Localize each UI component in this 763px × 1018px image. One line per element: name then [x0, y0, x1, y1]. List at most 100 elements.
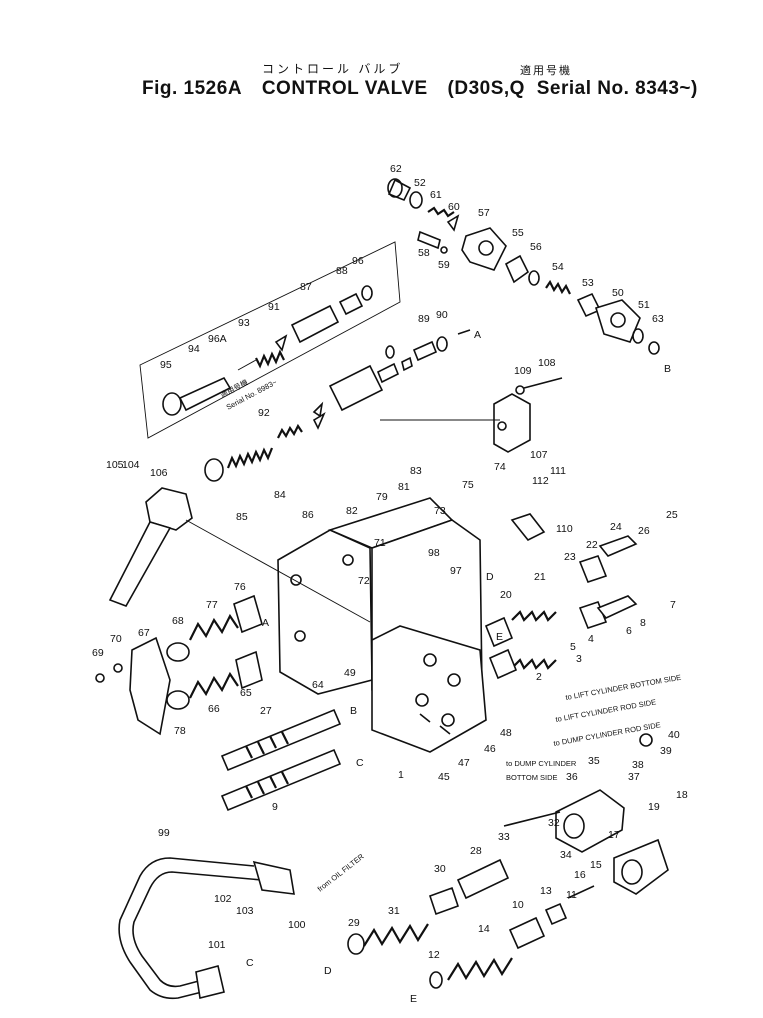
part-label: 94 — [188, 343, 200, 355]
svg-text:D: D — [486, 571, 494, 583]
part-label: 112 — [532, 475, 549, 487]
part-label: 53 — [582, 277, 594, 289]
part-label: 100 — [288, 919, 306, 931]
part-label: 27 — [260, 705, 272, 717]
top-right-assembly — [387, 178, 660, 355]
part-label: 21 — [534, 571, 546, 583]
part-label: 92 — [258, 407, 270, 419]
part-label: 108 — [538, 357, 556, 369]
part-label: 18 — [676, 789, 688, 801]
part-label: 75 — [462, 479, 474, 491]
part-label: 28 — [470, 845, 482, 857]
lower-center-components — [347, 858, 595, 989]
part-label: 109 — [514, 365, 532, 377]
part-label: 99 — [158, 827, 170, 839]
part-label: 25 — [666, 509, 678, 521]
part-label: 36 — [566, 771, 578, 783]
svg-text:B: B — [350, 705, 357, 717]
part-label: 104 — [122, 459, 140, 471]
part-label: 49 — [344, 667, 356, 679]
part-label: 85 — [236, 511, 248, 523]
part-label: 40 — [668, 729, 680, 741]
right-components — [484, 513, 638, 680]
part-label: 16 — [574, 869, 586, 881]
part-label: 59 — [438, 259, 450, 271]
part-label: 57 — [478, 207, 490, 219]
part-label: 65 — [240, 687, 252, 699]
note-lift-rod: to LIFT CYLINDER ROD SIDE — [555, 697, 657, 724]
left-spring-stack — [204, 412, 326, 482]
part-label: 4 — [588, 633, 594, 645]
svg-text:C: C — [356, 757, 364, 769]
oil-pipe-99 — [118, 857, 295, 1000]
part-label: 101 — [208, 939, 226, 951]
inset-frame — [139, 241, 401, 439]
part-label: 22 — [586, 539, 598, 551]
part-label: 55 — [512, 227, 524, 239]
part-label: 33 — [498, 831, 510, 843]
part-label: 54 — [552, 261, 564, 273]
part-label: 60 — [448, 201, 460, 213]
serial-range: Serial No. 8343~) — [536, 78, 698, 99]
part-label: 103 — [236, 905, 254, 917]
part-label: 86 — [302, 509, 314, 521]
reference-line — [185, 519, 371, 623]
part-label: 68 — [172, 615, 184, 627]
part-label: 95 — [160, 359, 172, 371]
part-label: 84 — [274, 489, 286, 501]
note-oil-filter: from OIL FILTER — [316, 851, 366, 893]
part-label: 50 — [612, 287, 624, 299]
note-dump-bottom-2: BOTTOM SIDE — [506, 773, 558, 782]
svg-text:D: D — [324, 965, 332, 977]
part-label: 48 — [500, 727, 512, 739]
part-label: 64 — [312, 679, 324, 691]
part-label: 20 — [500, 589, 512, 601]
part-label: 102 — [214, 893, 232, 905]
part-label: 110 — [556, 523, 573, 535]
part-label: 70 — [110, 633, 122, 645]
part-label: 93 — [238, 317, 250, 329]
part-label: 74 — [494, 461, 506, 473]
applicable-japanese: 適用号機 — [520, 65, 572, 77]
part-label: 31 — [388, 905, 400, 917]
part-label: 51 — [638, 299, 650, 311]
lower-right-assemblies — [503, 733, 669, 895]
svg-text:B: B — [664, 363, 671, 375]
part-label: 37 — [628, 771, 640, 783]
model-code: (D30S,Q — [447, 78, 525, 99]
part-label: 58 — [418, 247, 430, 259]
part-label: 90 — [436, 309, 448, 321]
part-label: 23 — [564, 551, 576, 563]
part-label: 26 — [638, 525, 650, 537]
part-label: 35 — [588, 755, 600, 767]
note-dump-bottom-1: to DUMP CYLINDER — [506, 759, 577, 768]
part-label: 56 — [530, 241, 542, 253]
part-label: 61 — [430, 189, 442, 201]
part-label: 38 — [632, 759, 644, 771]
part-label: 81 — [398, 481, 410, 493]
bracket-107 — [493, 377, 563, 453]
part-label: 1 — [398, 769, 404, 781]
part-label: 13 — [540, 885, 552, 897]
part-label: 63 — [652, 313, 664, 325]
part-label: 9 — [272, 801, 278, 813]
part-label: 96 — [352, 255, 364, 267]
part-label: 12 — [428, 949, 440, 961]
title-japanese: コントロール バルブ — [262, 62, 404, 76]
figure-number: Fig. 1526A — [142, 78, 243, 99]
part-label: 39 — [660, 745, 672, 757]
note-lift-bottom: to LIFT CYLINDER BOTTOM SIDE — [565, 673, 682, 702]
part-label: 88 — [336, 265, 348, 277]
part-label: 97 — [450, 565, 462, 577]
spools — [220, 708, 342, 812]
svg-text:A: A — [262, 617, 269, 629]
part-label: 71 — [374, 537, 386, 549]
svg-text:C: C — [246, 957, 254, 969]
part-label: 111 — [550, 465, 566, 477]
part-label: 91 — [268, 301, 280, 313]
inset-upper-assembly — [162, 285, 373, 416]
part-label: 83 — [410, 465, 422, 477]
svg-text:A: A — [474, 329, 481, 341]
part-label: 87 — [300, 281, 312, 293]
part-label: 106 — [150, 467, 168, 479]
